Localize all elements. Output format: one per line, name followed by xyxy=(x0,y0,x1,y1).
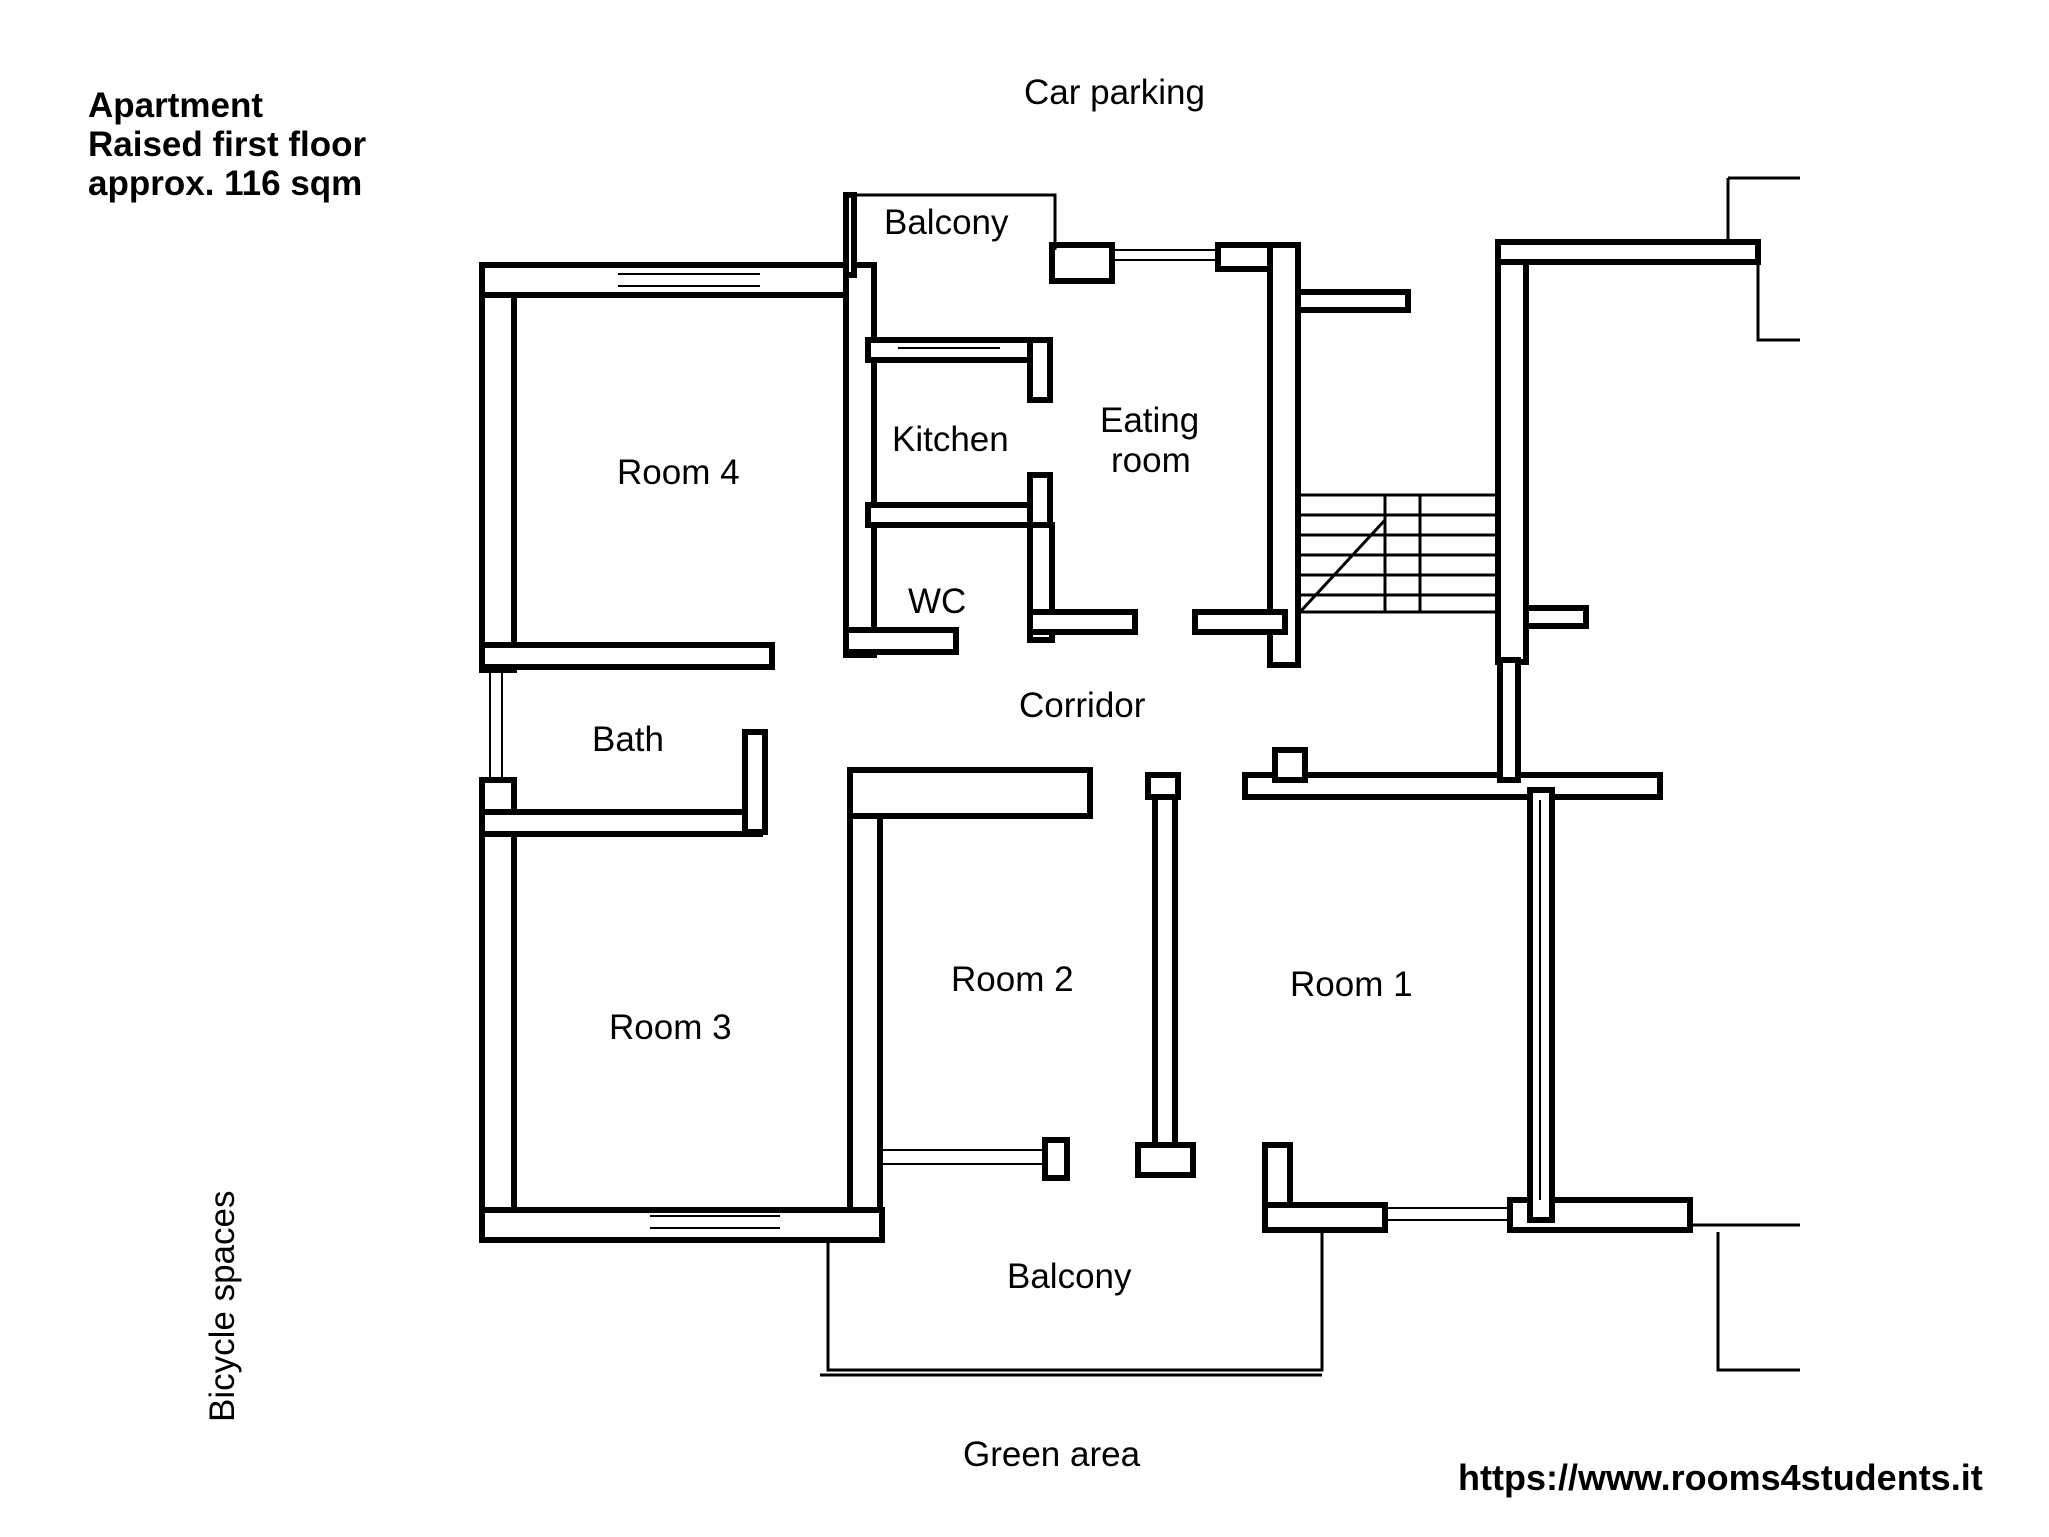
label-eating-line2: room xyxy=(1111,441,1191,480)
label-eating-line1: Eating xyxy=(1100,401,1199,440)
label-room4: Room 4 xyxy=(617,453,740,492)
wall-room2-north xyxy=(847,767,1093,819)
wall-kitchen-south xyxy=(865,502,1051,528)
header-line-floor: Raised first floor xyxy=(88,125,366,164)
wall-room3-south xyxy=(479,1207,885,1243)
wall-room2-south-stub xyxy=(1042,1137,1070,1181)
wall-bath-east xyxy=(742,729,768,835)
label-corridor: Corridor xyxy=(1019,686,1146,725)
wall-room4-kitchen xyxy=(843,262,877,658)
balconies xyxy=(820,176,1800,1377)
wall-bath-south xyxy=(479,809,763,837)
wall-partition-cap-top xyxy=(1145,772,1181,800)
header-line-area: approx. 116 sqm xyxy=(88,164,362,203)
label-green-area: Green area xyxy=(963,1435,1141,1474)
label-car-parking: Car parking xyxy=(1024,73,1205,112)
footer-url: https://www.rooms4students.it xyxy=(1458,1457,1983,1498)
wall-west-lower xyxy=(479,777,517,1243)
staircase xyxy=(1298,493,1498,614)
label-room2: Room 2 xyxy=(951,960,1074,999)
wall-kitchen-east xyxy=(1027,337,1053,403)
label-kitchen: Kitchen xyxy=(892,420,1009,459)
wall-balcony-top-west xyxy=(843,192,857,278)
wall-stair-east xyxy=(1495,239,1529,665)
wall-wc-south xyxy=(843,627,959,655)
wall-stair-north-left xyxy=(1295,289,1411,313)
wall-partition-cap-bottom xyxy=(1135,1142,1196,1178)
wall-eating-north-stub xyxy=(1049,242,1115,284)
wall-room1-south-left xyxy=(1262,1202,1388,1233)
wall-kitchen-north xyxy=(865,337,1051,363)
header-line-apartment: Apartment xyxy=(88,86,263,125)
wall-neighbour-north xyxy=(1495,239,1761,265)
wall-kitchen-east-lower xyxy=(1027,472,1053,528)
wall-corridor-north-mid xyxy=(1027,609,1138,635)
wall-room1-north-stub xyxy=(1272,747,1308,783)
walls xyxy=(479,192,1761,1243)
label-balcony-bottom: Balcony xyxy=(1007,1257,1132,1296)
wall-neighbour-corridor xyxy=(1497,657,1521,783)
label-room1: Room 1 xyxy=(1290,965,1413,1004)
wall-room2-room1 xyxy=(1152,779,1178,1165)
label-balcony-top: Balcony xyxy=(884,203,1009,242)
label-bicycle-spaces: Bicycle spaces xyxy=(203,1191,242,1422)
wall-room3-east xyxy=(847,767,883,1243)
wall-eating-south-stub xyxy=(1192,609,1288,635)
wall-west-upper xyxy=(479,262,517,673)
wall-room4-south xyxy=(479,642,775,670)
wall-neighbour-stub xyxy=(1523,605,1589,629)
label-wc: WC xyxy=(908,582,966,621)
windows xyxy=(489,249,1541,1229)
label-bath: Bath xyxy=(592,720,664,759)
wall-room1-north xyxy=(1242,772,1663,800)
wall-north-room4 xyxy=(479,262,877,298)
wall-eating-east xyxy=(1267,242,1301,668)
label-room3: Room 3 xyxy=(609,1008,732,1047)
